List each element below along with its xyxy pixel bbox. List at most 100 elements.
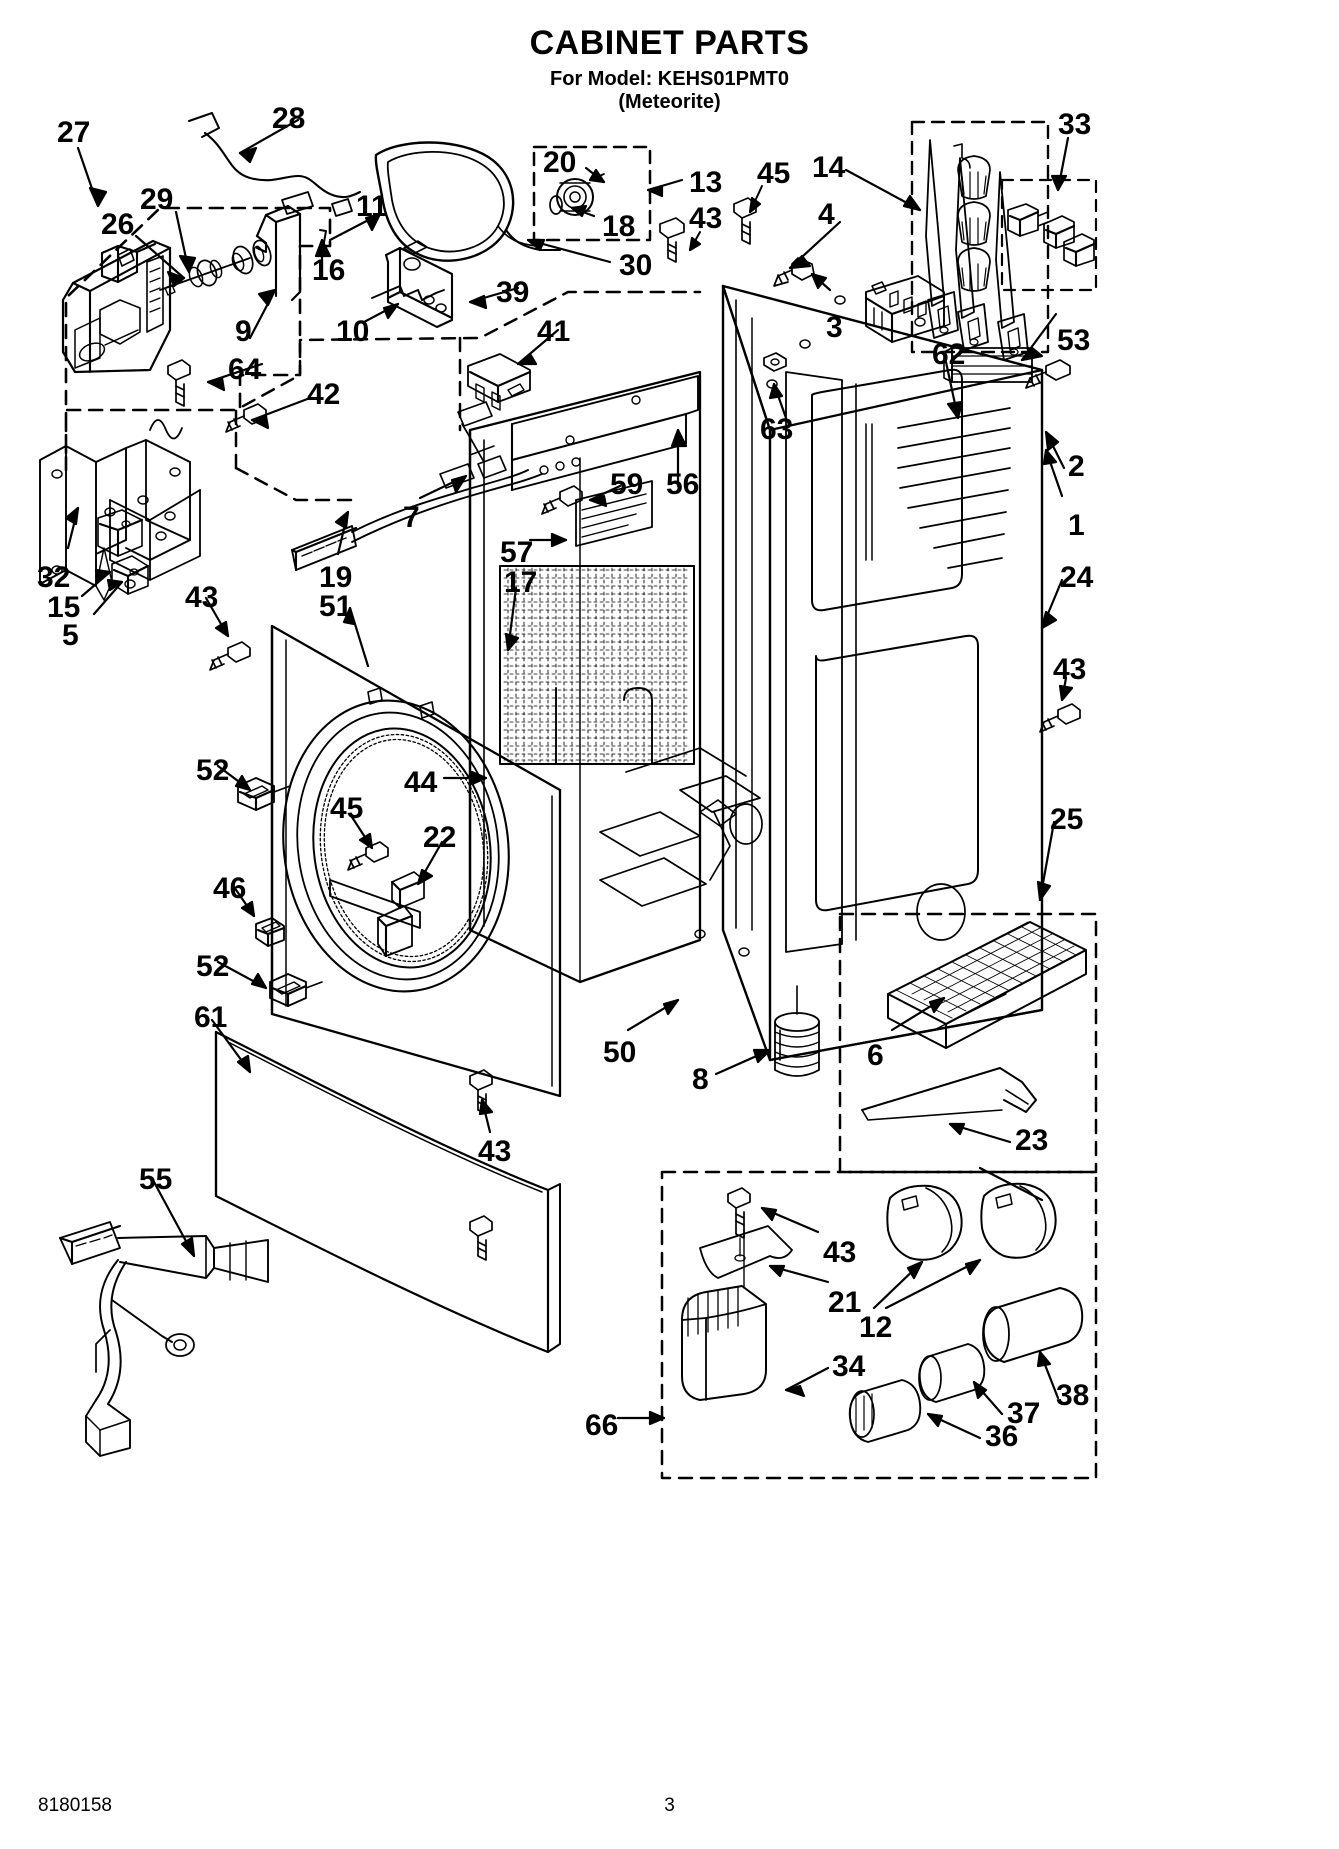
- cabinet-nut-icon: [763, 352, 787, 372]
- footer-page-number: 3: [664, 1795, 675, 1816]
- callout-45a: 45: [757, 157, 791, 190]
- callout-53: 53: [1057, 324, 1091, 357]
- callout-21: 21: [828, 1286, 862, 1319]
- retainer-clip-icon: [237, 777, 323, 1008]
- callout-6: 6: [867, 1039, 884, 1072]
- vent-elbow-icon: [681, 1285, 767, 1401]
- idler-pulley-group: [532, 145, 652, 242]
- callout-39: 39: [496, 276, 530, 309]
- callout-20: 20: [543, 146, 577, 179]
- front-bulkhead-icon: [468, 370, 763, 984]
- callout-36: 36: [985, 1420, 1019, 1453]
- callout-56: 56: [666, 468, 700, 501]
- callout-17: 17: [504, 566, 538, 599]
- callout-14: 14: [812, 151, 846, 184]
- lint-tray-handle-icon: [861, 1067, 1037, 1121]
- wire-harness-icon: [290, 401, 543, 572]
- idler-spring-icon: [371, 285, 445, 301]
- callout-27: 27: [57, 116, 91, 149]
- callout-19: 19: [319, 561, 353, 594]
- callout-33: 33: [1058, 108, 1092, 141]
- leveling-leg-icon: [774, 985, 820, 1077]
- callout-43a: 43: [689, 202, 723, 235]
- callout-46: 46: [213, 872, 247, 905]
- motor-assembly-group: [64, 206, 332, 472]
- screw-icon: [167, 197, 1081, 1262]
- callout-34: 34: [832, 1350, 866, 1383]
- motor-mount-bracket-icon: [39, 419, 201, 589]
- callout-52a: 52: [196, 754, 230, 787]
- front-panel-icon: [270, 624, 562, 1098]
- hinge-clip-icon: [255, 917, 286, 948]
- exhaust-duct-clamp-icon: [886, 1182, 1057, 1261]
- callout-50: 50: [603, 1036, 637, 1069]
- callout-3: 3: [826, 311, 843, 344]
- duct-sleeve-icon: [982, 1287, 1084, 1363]
- callout-7: 7: [403, 501, 420, 534]
- callout-11: 11: [356, 190, 388, 223]
- callout-62: 62: [932, 338, 966, 371]
- callout-2: 2: [1068, 450, 1085, 483]
- callout-8: 8: [692, 1063, 709, 1096]
- callout-52b: 52: [196, 950, 230, 983]
- vent-parts-dashed-box: [660, 1170, 1098, 1480]
- callout-23: 23: [1015, 1124, 1049, 1157]
- callout-43e: 43: [823, 1236, 857, 1269]
- wire-nut-icon: [1007, 203, 1096, 268]
- callout-57: 57: [500, 536, 534, 569]
- callout-1: 1: [1068, 509, 1085, 542]
- spring-clip-icon: [255, 204, 302, 302]
- callout-43c: 43: [1053, 653, 1087, 686]
- leader-lines: [64, 118, 1074, 1440]
- callout-10: 10: [336, 315, 370, 348]
- duct-ring-icon: [918, 1343, 986, 1403]
- thermostat-icon: [467, 353, 532, 411]
- callout-25: 25: [1050, 803, 1084, 836]
- callout-18: 18: [602, 210, 636, 243]
- vent-cover-plate-icon: [699, 1225, 793, 1289]
- callout-28: 28: [272, 102, 306, 135]
- callout-55: 55: [139, 1163, 173, 1196]
- callout-5: 5: [62, 619, 79, 652]
- callout-15: 15: [47, 591, 81, 624]
- lint-screen-icon: [887, 921, 1087, 1049]
- main-harness-icon: [58, 1221, 269, 1457]
- callout-22: 22: [423, 821, 457, 854]
- callout-29: 29: [140, 183, 174, 216]
- callout-37: 37: [1007, 1397, 1041, 1430]
- terminal-block-icon: [864, 275, 946, 344]
- callout-51: 51: [319, 590, 353, 623]
- callout-44: 44: [404, 766, 438, 799]
- lint-tray-dashed-box: [838, 912, 1098, 1174]
- harness-dashed-box: [234, 290, 702, 502]
- callout-9: 9: [235, 315, 252, 348]
- callout-13: 13: [689, 166, 723, 199]
- callout-61: 61: [194, 1001, 228, 1034]
- toe-panel-icon: [214, 1030, 561, 1354]
- callout-66: 66: [585, 1409, 619, 1442]
- diagram-header: CABINET PARTS For Model: KEHS01PMT0 (Met…: [0, 24, 1339, 114]
- callout-38: 38: [1056, 1379, 1090, 1412]
- footer-part-code: 8180158: [38, 1795, 112, 1816]
- callout-12: 12: [859, 1311, 893, 1344]
- callout-59: 59: [610, 468, 644, 501]
- electric-motor-icon: [61, 239, 172, 374]
- callout-41: 41: [537, 315, 571, 348]
- color-name: (Meteorite): [618, 90, 721, 113]
- callout-45b: 45: [330, 792, 364, 825]
- heater-element-dashed-box: [910, 120, 1050, 354]
- callout-24: 24: [1060, 561, 1094, 594]
- callout-64: 64: [228, 353, 262, 386]
- thermal-lead-icon: [188, 112, 362, 217]
- callout-16: 16: [312, 254, 346, 287]
- model-line: For Model: KEHS01PMT0: [550, 67, 789, 90]
- callout-43b: 43: [185, 581, 219, 614]
- callout-4: 4: [818, 198, 835, 231]
- cabinet-shell-icon: [721, 284, 1044, 1062]
- callout-63: 63: [760, 413, 794, 446]
- callout-26: 26: [101, 208, 135, 241]
- page-title: CABINET PARTS: [529, 24, 810, 62]
- callout-30: 30: [619, 249, 653, 282]
- duct-collar-icon: [848, 1379, 922, 1443]
